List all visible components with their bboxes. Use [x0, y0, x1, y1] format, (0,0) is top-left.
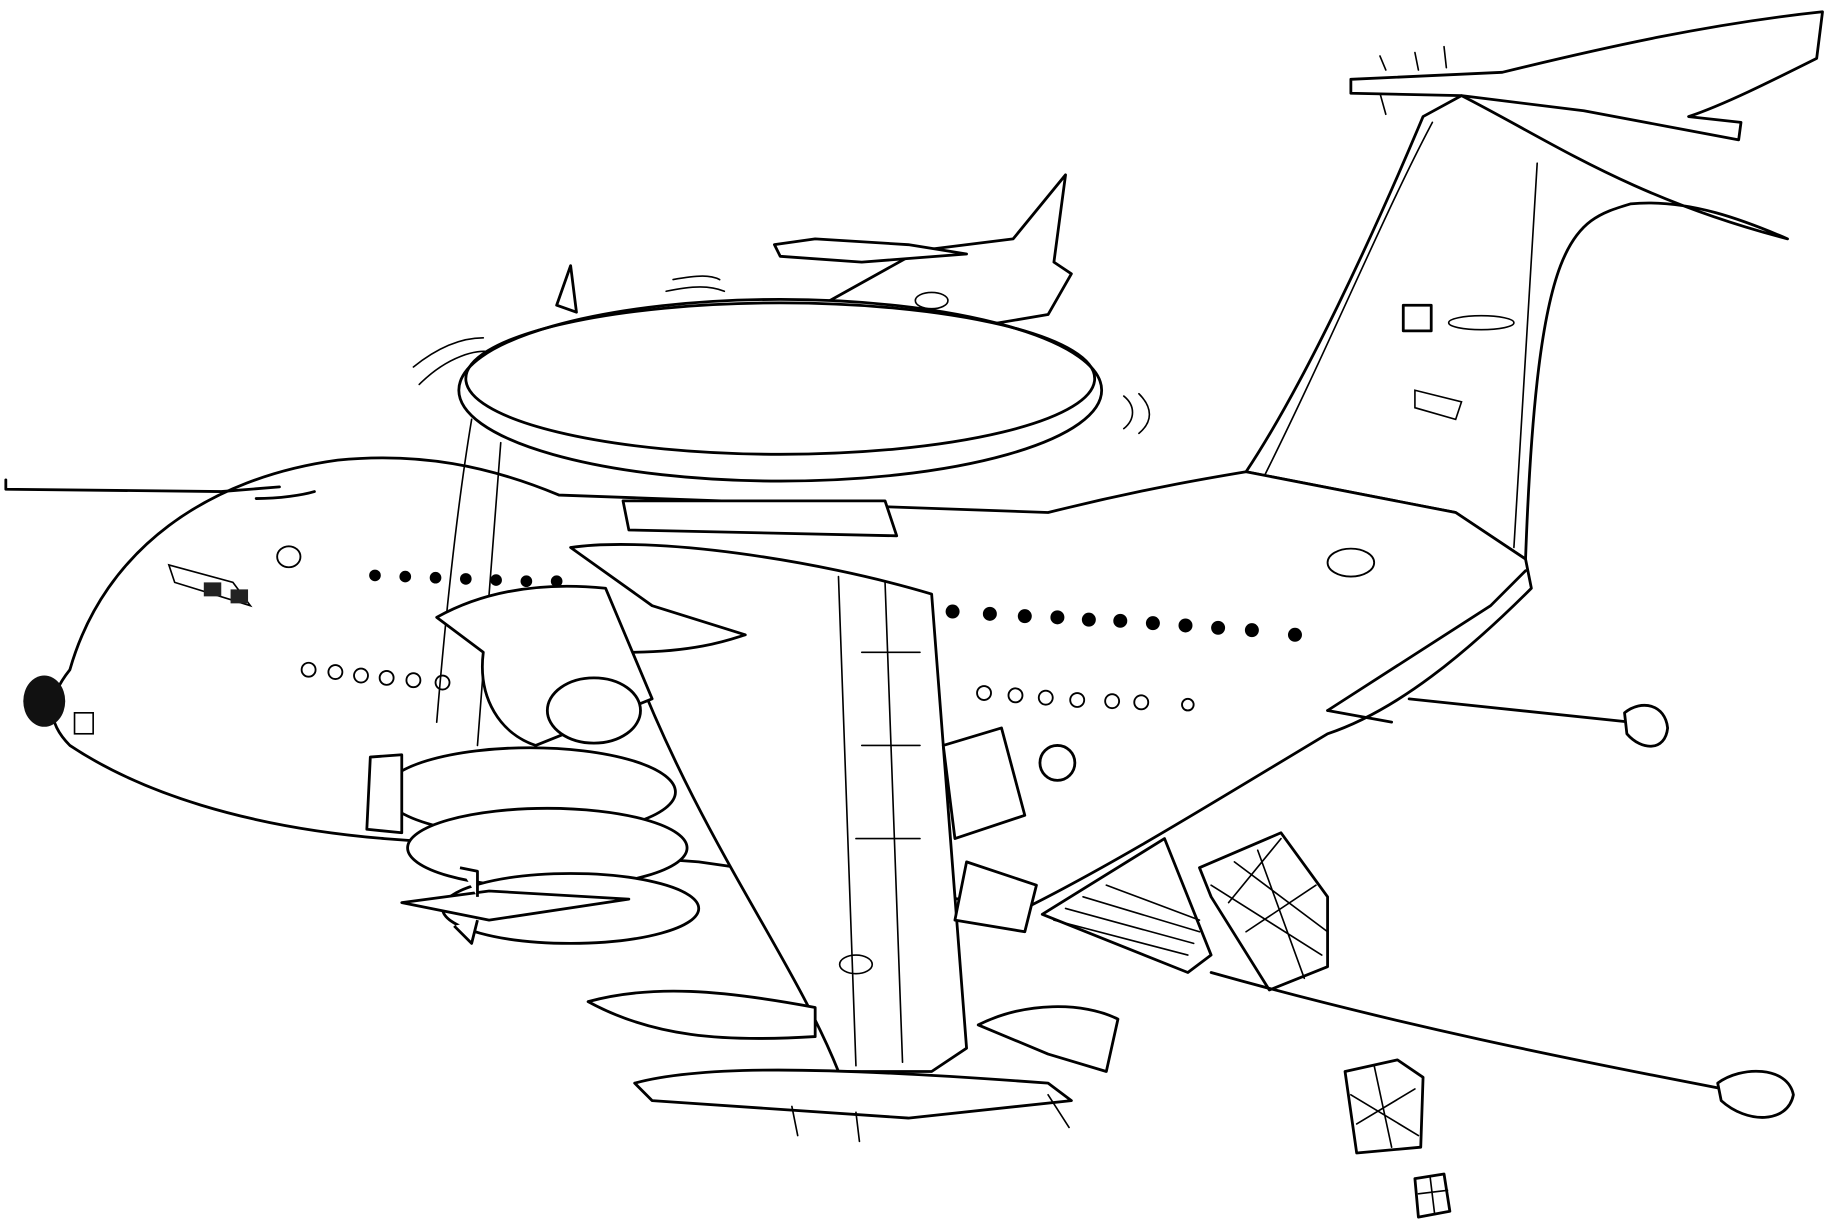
- cargo-ramp: [1040, 837, 1213, 974]
- windows-upper-rear: [945, 604, 1302, 642]
- missile-lower: [633, 1068, 1073, 1120]
- near-wing: [569, 543, 968, 1073]
- cargo-crate-2: [1343, 1058, 1425, 1155]
- roundel: [1038, 744, 1077, 782]
- rear-porthole: [1326, 547, 1376, 578]
- underwing-stores: [400, 726, 1120, 1143]
- nose-cone: [23, 675, 94, 735]
- refuel-probe: [4, 478, 316, 500]
- cargo-crate-3: [1413, 1172, 1452, 1219]
- radome: [412, 264, 1151, 747]
- tail-fin: [1244, 94, 1789, 561]
- windows-upper-front: [369, 569, 563, 588]
- refuel-drogue-1: [1407, 697, 1670, 748]
- cargo-crate-1: [1198, 831, 1329, 992]
- refuel-drogue-2: [1209, 971, 1795, 1119]
- tail-panel: [1401, 303, 1433, 333]
- tailplane: [1349, 10, 1824, 142]
- engines: [365, 584, 701, 945]
- cockpit-windows: [167, 545, 302, 608]
